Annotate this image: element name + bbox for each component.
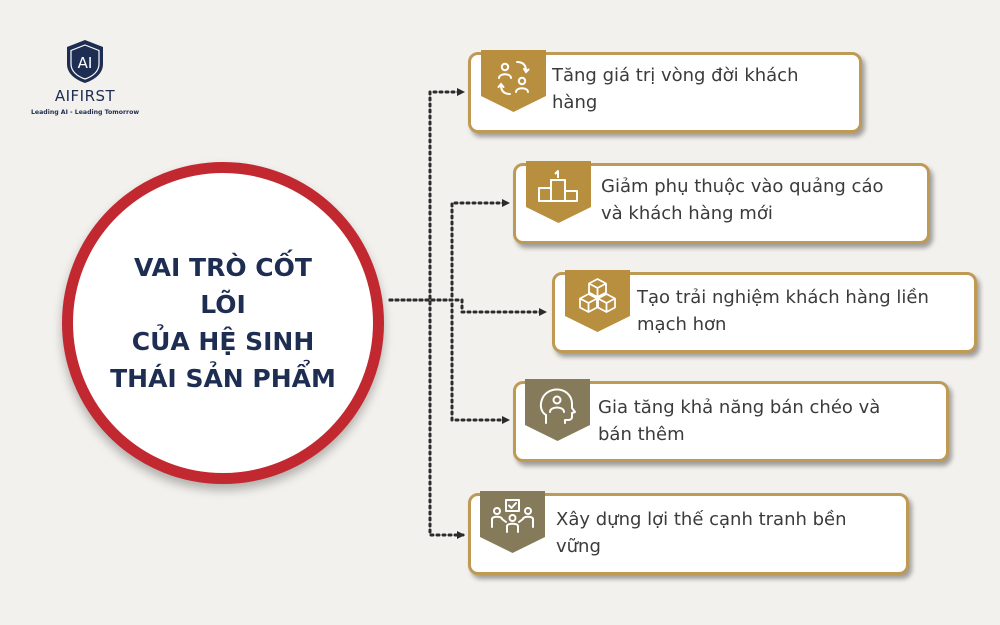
- team-competition-icon: [480, 491, 545, 553]
- benefit-text-4: Gia tăng khả năng bán chéo và bán thêm: [598, 394, 880, 448]
- central-topic-title: VAI TRÒ CỐT LÕI CỦA HỆ SINH THÁI SẢN PHẨ…: [108, 249, 338, 397]
- benefit-text-line: Tạo trải nghiệm khách hàng liền: [637, 287, 929, 308]
- benefit-text-line: hàng: [552, 92, 598, 113]
- benefit-text-line: Gia tăng khả năng bán chéo và: [598, 397, 881, 418]
- connector-4: [388, 298, 510, 424]
- benefit-text-3: Tạo trải nghiệm khách hàng liền mạch hơn: [637, 284, 929, 338]
- benefit-text-line: Tăng giá trị vòng đời khách: [552, 65, 799, 86]
- brand-tagline: Leading AI - Leading Tomorrow: [30, 109, 140, 116]
- brand-logo: AI AIFIRST Leading AI - Leading Tomorrow: [30, 38, 140, 116]
- shield-logo-icon: AI: [67, 40, 103, 83]
- logo-mark-text: AI: [78, 54, 93, 72]
- connector-3: [388, 298, 547, 316]
- podium-ranking-icon: [526, 161, 591, 223]
- benefit-text-line: bán thêm: [598, 424, 685, 445]
- benefit-text-line: Xây dựng lợi thế cạnh tranh bền: [556, 509, 847, 530]
- central-title-line: VAI TRÒ CỐT LÕI: [134, 253, 312, 319]
- customer-lifecycle-icon: [481, 50, 546, 112]
- brand-name: AIFIRST: [54, 87, 116, 105]
- central-topic-circle: VAI TRÒ CỐT LÕI CỦA HỆ SINH THÁI SẢN PHẨ…: [62, 162, 384, 484]
- central-title-line: THÁI SẢN PHẨM: [110, 364, 336, 393]
- benefit-text-line: và khách hàng mới: [601, 203, 773, 224]
- connector-5: [388, 298, 465, 539]
- benefit-text-line: vững: [556, 536, 601, 557]
- benefit-text-line: Giảm phụ thuộc vào quảng cáo: [601, 176, 884, 197]
- benefit-text-1: Tăng giá trị vòng đời khách hàng: [552, 62, 799, 116]
- benefit-text-5: Xây dựng lợi thế cạnh tranh bền vững: [556, 506, 847, 560]
- head-person-icon: [525, 379, 590, 441]
- cubes-icon: [565, 270, 630, 332]
- benefit-text-2: Giảm phụ thuộc vào quảng cáo và khách hà…: [601, 173, 883, 227]
- central-title-line: CỦA HỆ SINH: [131, 327, 315, 356]
- benefit-text-line: mạch hơn: [637, 314, 727, 335]
- connector-2: [388, 199, 510, 302]
